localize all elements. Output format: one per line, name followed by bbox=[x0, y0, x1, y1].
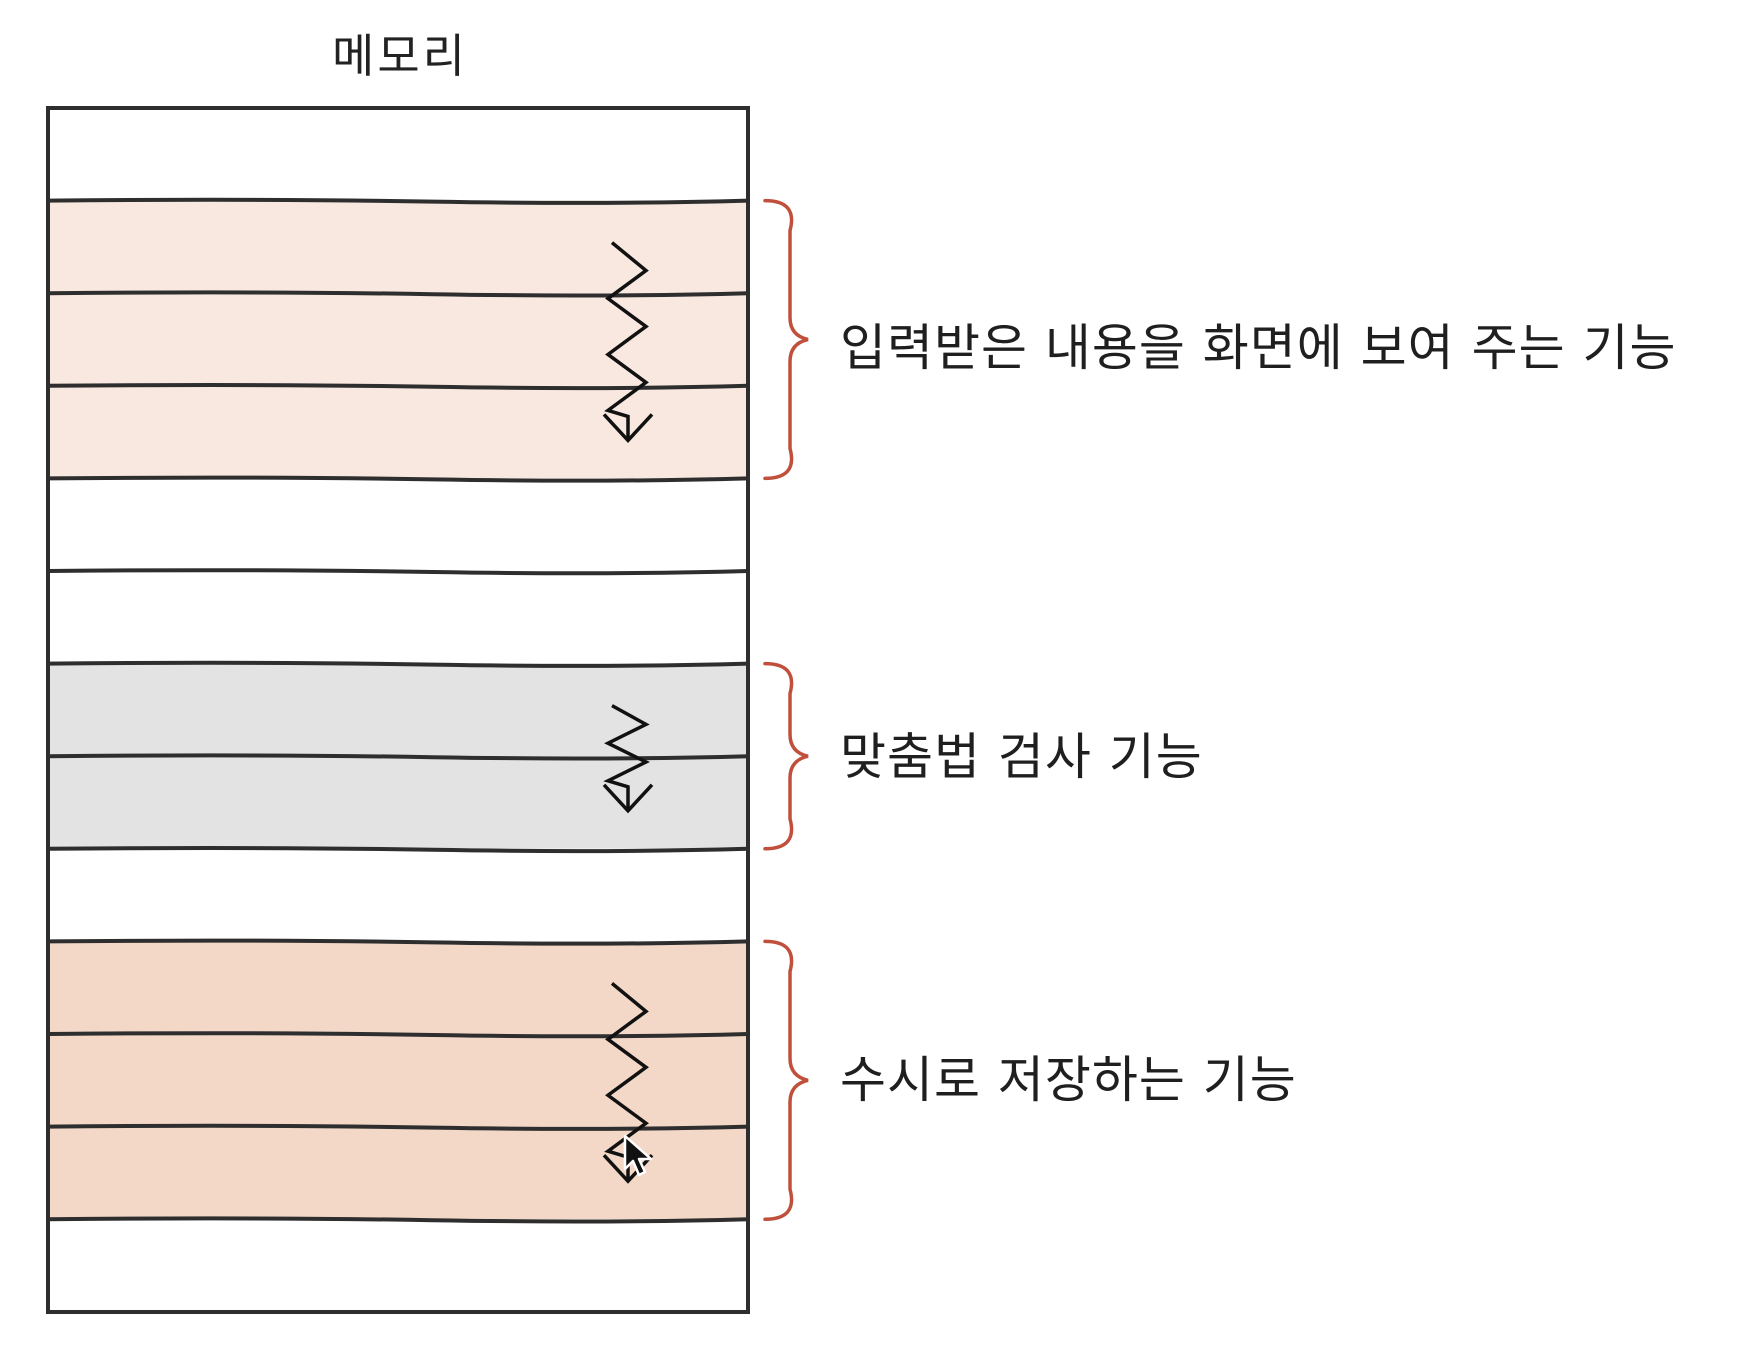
memory-row-divider bbox=[47, 660, 749, 668]
group-arrows bbox=[602, 241, 654, 1184]
group-label-spellcheck: 맞춤법 검사 기능 bbox=[840, 728, 1203, 786]
memory-row-divider bbox=[47, 753, 749, 761]
memory-row bbox=[48, 1034, 748, 1127]
memory-row-divider bbox=[47, 290, 749, 298]
curly-brace-icon bbox=[763, 939, 809, 1221]
memory-rows bbox=[48, 108, 748, 1312]
memory-row-dividers bbox=[47, 197, 749, 1224]
curly-brace-icon bbox=[763, 661, 809, 851]
memory-title: 메모리 bbox=[332, 29, 468, 83]
memory-row-divider bbox=[47, 383, 749, 391]
memory-row bbox=[48, 200, 748, 294]
zigzag-down-arrow-icon bbox=[604, 982, 649, 1182]
zigzag-down-arrow-icon bbox=[604, 241, 649, 441]
memory-row-divider bbox=[47, 1216, 749, 1224]
group-braces bbox=[763, 198, 809, 1221]
memory-row-divider bbox=[47, 1031, 749, 1039]
memory-row bbox=[48, 756, 748, 849]
curly-brace-icon bbox=[763, 198, 809, 481]
group-label-autosave: 수시로 저장하는 기능 bbox=[840, 1051, 1297, 1109]
memory-row-divider bbox=[47, 475, 749, 483]
memory-row bbox=[48, 293, 748, 386]
memory-row-divider bbox=[47, 197, 749, 205]
arrow-head-icon bbox=[602, 413, 654, 443]
memory-row-divider bbox=[47, 938, 749, 946]
memory-row bbox=[48, 478, 748, 571]
memory-row-divider bbox=[47, 846, 749, 854]
memory-row bbox=[48, 571, 748, 664]
arrow-head-icon bbox=[602, 783, 654, 814]
memory-row bbox=[48, 941, 748, 1034]
group-label-display: 입력받은 내용을 화면에 보여 주는 기능 bbox=[840, 319, 1677, 377]
mouse-pointer-icon bbox=[623, 1134, 653, 1177]
memory-row bbox=[48, 1219, 748, 1312]
memory-row bbox=[48, 848, 748, 942]
memory-row-divider bbox=[47, 568, 749, 576]
memory-row-divider bbox=[47, 1123, 749, 1131]
arrow-head-icon bbox=[602, 1154, 654, 1184]
memory-row bbox=[48, 108, 748, 201]
memory-outline bbox=[46, 106, 750, 1314]
memory-row bbox=[48, 663, 748, 757]
memory-row bbox=[48, 385, 748, 479]
zigzag-down-arrow-icon bbox=[603, 704, 650, 811]
